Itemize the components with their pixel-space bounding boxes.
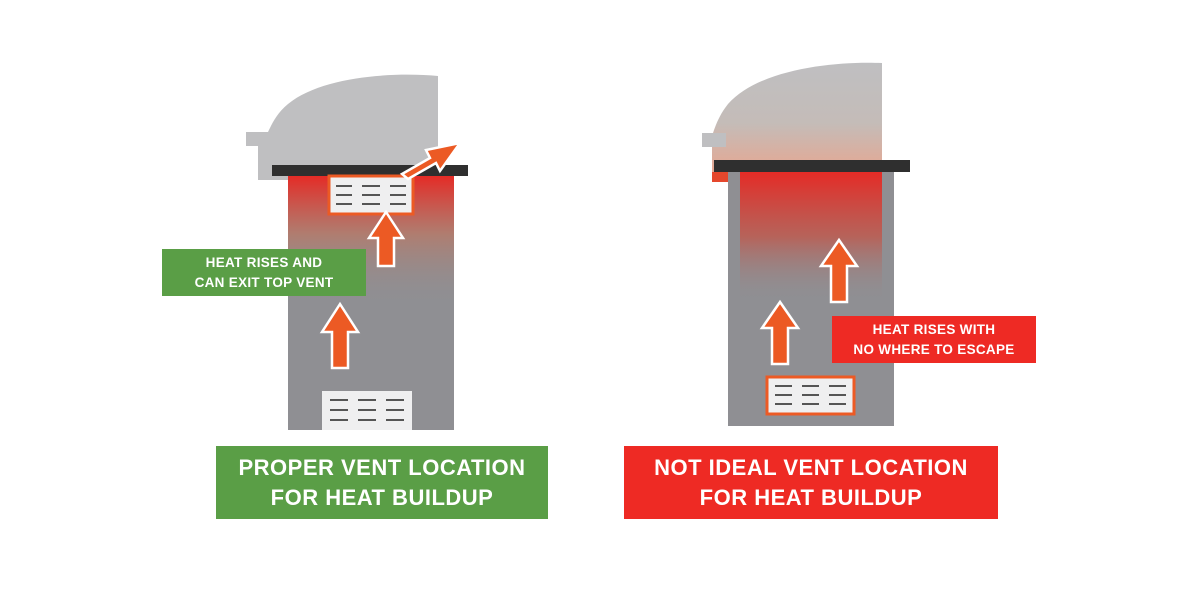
left-grill-unit: [246, 74, 468, 430]
right-grill-lid-handle: [702, 133, 726, 147]
left-heat-callout-line1: HEAT RISES AND: [205, 254, 323, 270]
right-heat-arrow-upper: [818, 237, 860, 304]
left-top-vent: [327, 174, 415, 216]
right-caption-box: NOT IDEAL VENT LOCATION FOR HEAT BUILDUP: [624, 446, 998, 519]
left-heat-callout: HEAT RISES AND CAN EXIT TOP VENT: [162, 249, 366, 296]
right-caption-line2: FOR HEAT BUILDUP: [699, 484, 923, 510]
left-bottom-vent: [322, 391, 412, 430]
left-countertop: [272, 165, 468, 176]
left-grill-lid-handle: [246, 132, 270, 146]
right-side-heat: [712, 172, 730, 182]
left-heat-exit-arrow: [399, 141, 463, 181]
left-heat-arrow-lower: [319, 301, 361, 370]
left-caption-box: PROPER VENT LOCATION FOR HEAT BUILDUP: [216, 446, 548, 519]
right-caption-line1: NOT IDEAL VENT LOCATION: [654, 454, 968, 480]
right-bottom-vent: [765, 375, 856, 416]
right-heat-arrow-lower: [759, 299, 801, 366]
left-heat-callout-line2: CAN EXIT TOP VENT: [194, 274, 334, 290]
left-caption-line2: FOR HEAT BUILDUP: [270, 484, 494, 510]
right-heat-callout-line1: HEAT RISES WITH: [872, 321, 996, 337]
left-heat-arrow-upper: [366, 209, 406, 268]
right-grill-unit: [702, 62, 910, 426]
right-heat-callout: HEAT RISES WITH NO WHERE TO ESCAPE: [832, 316, 1036, 363]
right-grill-lid: [712, 62, 882, 172]
right-countertop: [714, 160, 910, 172]
left-caption-line1: PROPER VENT LOCATION: [238, 454, 526, 480]
left-grill-lid: [258, 74, 438, 180]
right-cabinet-heat: [740, 172, 882, 302]
right-heat-callout-line2: NO WHERE TO ESCAPE: [853, 341, 1015, 357]
